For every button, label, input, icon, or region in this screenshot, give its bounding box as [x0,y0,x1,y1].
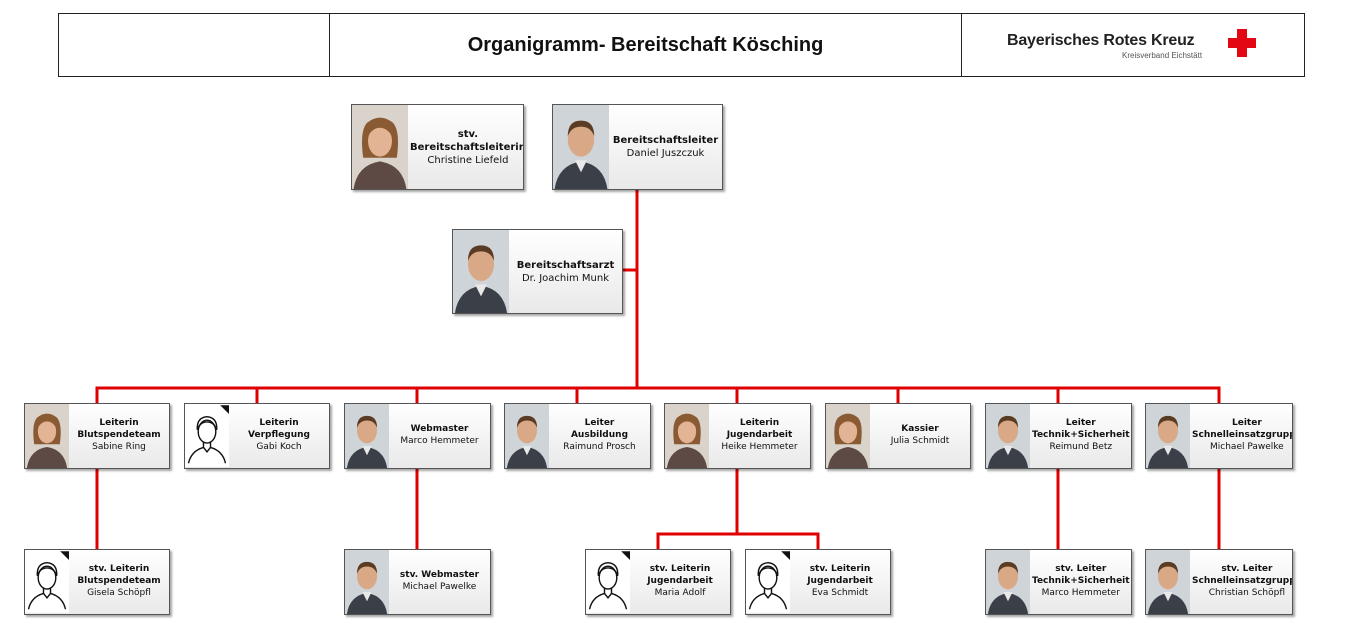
portrait-photo [505,404,549,468]
portrait-photo [1146,404,1190,468]
card-name: Michael Pawelke [402,582,477,592]
portrait-photo [665,404,709,468]
portrait-photo [453,230,509,313]
card-role: stv. Leiter Schnelleinsatzgruppe [1192,564,1293,587]
card-name: Dr. Joachim Munk [521,272,610,284]
card-name: Daniel Juszczuk [626,148,705,159]
photo-marco-hemmeter [345,404,389,468]
photo-gisela-schoepfl [25,550,69,614]
card-role: Leiterin Jugendarbeit [726,418,793,441]
portrait-photo [1146,550,1190,614]
card-role: Bereitschaftsarzt [516,259,615,271]
card-name: Reimund Betz [1049,441,1113,452]
photo-julia-schmidt [826,404,870,468]
photo-marco-hemmeter-2 [986,550,1030,614]
photo-sabine-ring [25,404,69,468]
card-name: Gisela Schöpfl [87,587,151,598]
card-role: Leiterin Verpflegung [248,418,310,441]
card-role: Leiter Ausbildung [570,418,629,441]
photo-maria-adolf [586,550,630,614]
photo-heike-hemmeter [665,404,709,468]
card-name: Maria Adolf [654,587,706,598]
card-name: Raimund Prosch [563,441,636,452]
placeholder-avatar-icon [185,405,229,467]
card-name: Michael Pawelke [1210,441,1284,452]
photo-eva-schmidt [746,550,790,614]
card-role: Kassier [901,424,939,435]
portrait-photo [986,404,1030,468]
card-name: Eva Schmidt [811,587,869,598]
portrait-photo [352,105,408,189]
placeholder-avatar-icon [746,551,790,613]
card-role: Leiter Schnelleinsatzgruppe [1192,418,1293,441]
portrait-photo [986,550,1030,614]
card-name: Julia Schmidt [890,436,950,446]
card-name: Heike Hemmeter [721,441,798,452]
card-name: Christine Liefeld [427,154,509,166]
photo-joachim-munk [453,230,509,313]
photo-christian-schoepfl [1146,550,1190,614]
portrait-photo [826,404,870,468]
card-name: Marco Hemmeter [1041,587,1120,598]
card-role: stv. Webmaster [399,570,480,581]
portrait-photo [553,105,609,189]
card-role: Bereitschaftsleiter [612,135,719,146]
photo-raimund-prosch [505,404,549,468]
card-role: Leiterin Blutspendeteam [77,418,161,441]
photo-gabi-koch [185,404,229,468]
card-role: stv. Leiterin Blutspendeteam [77,564,161,587]
card-role: stv. Leiterin Jugendarbeit [647,564,713,587]
header-left-cell [59,14,330,76]
portrait-photo [25,404,69,468]
placeholder-avatar-icon [25,551,69,613]
photo-christine-liefeld [352,105,408,189]
card-name: Gabi Koch [256,441,302,452]
photo-daniel-juszczuk [553,105,609,189]
card-name: Sabine Ring [92,441,146,452]
placeholder-avatar-icon [586,551,630,613]
portrait-photo [345,550,389,614]
card-name: Marco Hemmeter [400,436,479,446]
header: Organigramm- Bereitschaft Kösching Bayer… [58,13,1305,77]
photo-michael-pawelke-2 [345,550,389,614]
logo-area: Bayerisches Rotes Kreuz Kreisverband Eic… [962,14,1304,76]
red-cross-icon [1228,29,1256,57]
portrait-photo [345,404,389,468]
card-role: stv. Bereitschaftsleiterin [410,128,524,153]
photo-michael-pawelke [1146,404,1190,468]
card-name: Christian Schöpfl [1208,587,1285,598]
page-title: Organigramm- Bereitschaft Kösching [330,14,962,76]
photo-reimund-betz [986,404,1030,468]
logo-subtitle: Kreisverband Eichstätt [1122,51,1203,60]
card-role: stv. Leiterin Jugendarbeit [807,564,873,587]
card-role: Webmaster [410,424,469,435]
logo-name: Bayerisches Rotes Kreuz [1007,32,1195,49]
card-role: Leiter Technik+Sicherheit [1032,418,1130,441]
card-role: stv. Leiter Technik+Sicherheit [1032,564,1130,587]
